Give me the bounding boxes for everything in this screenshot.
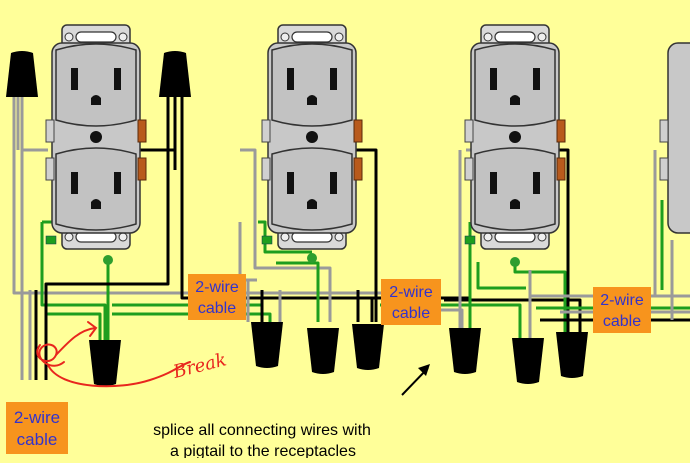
handwritten-annotation: [36, 321, 191, 388]
wire-nut-icon: [6, 51, 38, 97]
ground-dot-2: [307, 253, 317, 263]
svg-text:2-wire: 2-wire: [14, 408, 60, 427]
receptacle-3: [464, 24, 566, 250]
wire-nut-icon: [89, 340, 121, 386]
cable-label-mid2: 2-wire cable: [381, 279, 441, 325]
cable-label-mid1: 2-wire cable: [188, 274, 246, 320]
receptacle-4-partial: [659, 42, 690, 234]
svg-text:2-wire: 2-wire: [195, 279, 239, 296]
wire-nut-icon: [159, 51, 191, 97]
wire-nut-icon: [352, 324, 384, 370]
wire-nut-icon: [251, 322, 283, 368]
wire-nut-icon: [449, 328, 481, 374]
svg-text:2-wire: 2-wire: [389, 284, 433, 301]
svg-text:2-wire: 2-wire: [600, 292, 644, 309]
cable-label-right: 2-wire cable: [593, 287, 651, 333]
svg-text:cable: cable: [603, 313, 641, 330]
wire-nut-icon: [512, 338, 544, 384]
svg-text:cable: cable: [392, 305, 430, 322]
svg-text:cable: cable: [198, 300, 236, 317]
wire-nut-icon: [556, 332, 588, 378]
wires: [12, 95, 690, 380]
svg-text:cable: cable: [17, 430, 58, 449]
receptacle-2: [261, 24, 363, 250]
ground-dot-1: [103, 255, 113, 265]
caption-line-2: a pigtail to the receptacles: [170, 443, 356, 458]
receptacle-1: [45, 24, 147, 250]
wire-nut-icon: [307, 328, 339, 374]
handwritten-break-label: Break: [170, 349, 229, 383]
ground-dot-3: [510, 257, 520, 267]
pointer-arrow-icon: [401, 364, 430, 396]
cable-label-left: 2-wire cable: [6, 402, 68, 454]
caption-line-1: splice all connecting wires with: [153, 422, 371, 439]
